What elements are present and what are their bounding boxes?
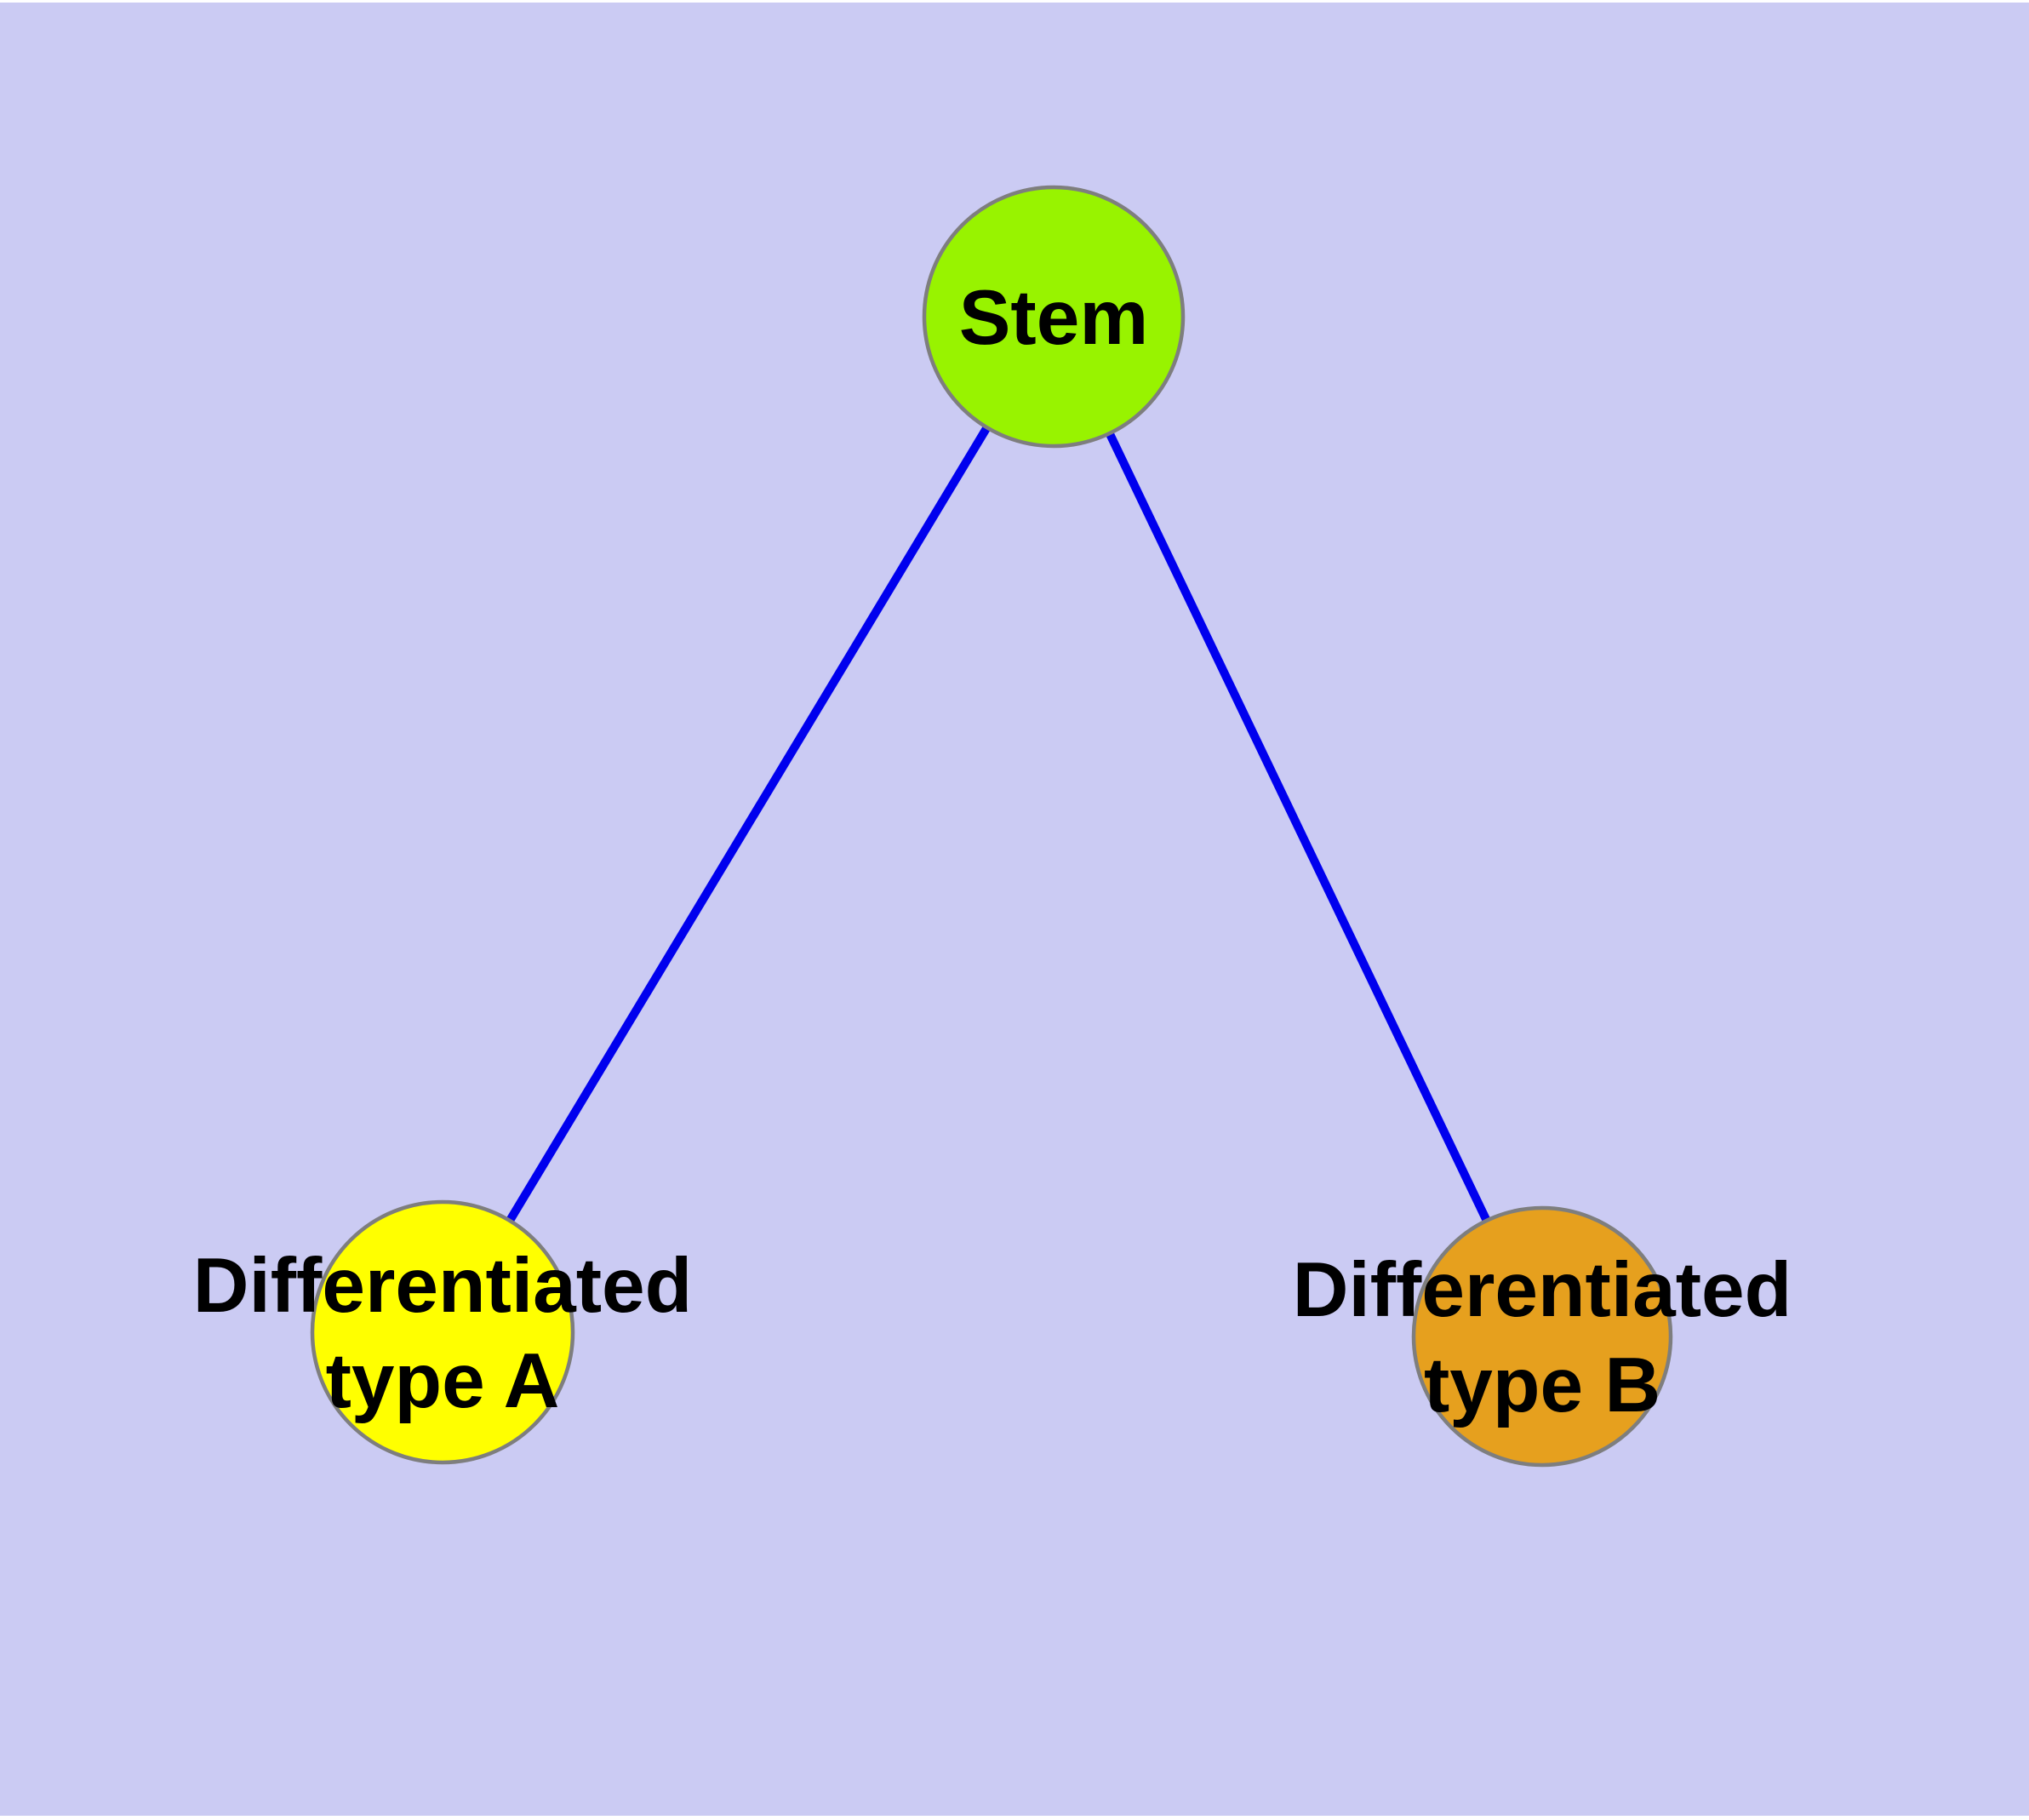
node-circle-type-a bbox=[310, 1199, 575, 1465]
edge-stem-type-a bbox=[438, 314, 1058, 1335]
node-circle-type-b bbox=[1411, 1205, 1673, 1468]
edge-stem-type-b bbox=[1049, 314, 1546, 1339]
nodes-layer bbox=[310, 185, 1673, 1468]
edges-layer bbox=[438, 314, 1546, 1339]
node-label-stem: Stem bbox=[959, 275, 1149, 361]
node-circle-stem bbox=[922, 185, 1186, 449]
